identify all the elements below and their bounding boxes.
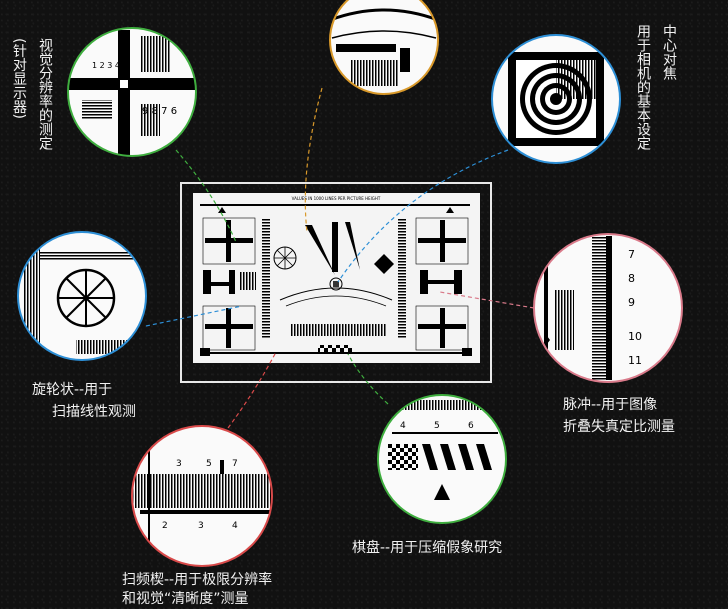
magnifier-visual-resolution: 1 2 3 4 5 9 8 7 6 (67, 27, 197, 157)
chart-center (200, 222, 472, 356)
leader-pink-right (439, 291, 535, 309)
horizontal-sweep (290, 324, 386, 336)
chart-left-quad (202, 217, 256, 351)
magnifier-wheel (17, 231, 147, 361)
test-chart: VALUES IN 1000 LINES PER PICTURE HEIGHT (180, 182, 492, 383)
leader-orange (304, 87, 323, 233)
vertical-sweeps (262, 218, 406, 338)
sweep-bottom-2: 2 (162, 521, 168, 531)
magnifier-center-focus (491, 34, 621, 164)
label-wheel-line1: 旋轮状--用于 (32, 382, 113, 398)
label-visual-resolution-note: (针对显示器) (11, 38, 27, 119)
tl-top-numbers: 1 2 3 4 5 (92, 61, 128, 70)
label-sweep-line1: 扫频楔--用于极限分辨率 (122, 572, 273, 588)
magnifier-pulse: 7 8 9 10 11 (533, 233, 683, 383)
chart-outer-frame (180, 182, 492, 383)
sweep-top-7: 7 (232, 459, 238, 469)
label-sweep-line2: 和视觉“清晰度”测量 (122, 591, 249, 607)
sweep-bottom-4: 4 (232, 521, 238, 531)
leader-lines (145, 87, 535, 429)
magnifier-top-detail (329, 0, 439, 95)
label-wheel-line2: 扫描线性观测 (52, 404, 136, 420)
pulse-num-11: 11 (628, 354, 642, 367)
sweep-top-3: 3 (176, 459, 182, 469)
chart-right-quad (415, 217, 469, 351)
leader-green-bottom (347, 353, 389, 405)
pulse-num-9: 9 (628, 296, 635, 309)
checker-num-5: 5 (434, 421, 440, 431)
label-center-focus: 中心对焦 (661, 24, 677, 80)
pulse-num-7: 7 (628, 248, 635, 261)
leader-red (227, 351, 277, 429)
label-checker: 棋盘--用于压缩假象研究 (352, 540, 503, 556)
magnifier-checker: 4 5 6 (377, 394, 507, 524)
tl-bottom-numbers: 9 8 7 6 (142, 106, 177, 117)
leader-green-top (175, 149, 237, 243)
label-pulse-line1: 脉冲--用于图像 (563, 397, 658, 413)
label-pulse-line2: 折叠失真定比测量 (563, 419, 675, 435)
leader-blue-top (337, 149, 509, 283)
sweep-bottom-3: 3 (198, 521, 204, 531)
magnifier-sweep: 3 5 7 2 3 4 (131, 425, 273, 567)
chart-checker (318, 345, 352, 353)
label-visual-resolution: 视觉分辨率的测定 (37, 38, 53, 150)
sweep-top-5: 5 (206, 459, 212, 469)
leader-blue-left (145, 305, 243, 327)
checker-num-6: 6 (468, 421, 474, 431)
checker-num-4: 4 (400, 421, 406, 431)
chart-header: VALUES IN 1000 LINES PER PICTURE HEIGHT (292, 196, 381, 201)
pulse-num-8: 8 (628, 272, 635, 285)
label-camera-setup: 用于相机的基本设定 (635, 24, 651, 150)
pulse-num-10: 10 (628, 330, 642, 343)
